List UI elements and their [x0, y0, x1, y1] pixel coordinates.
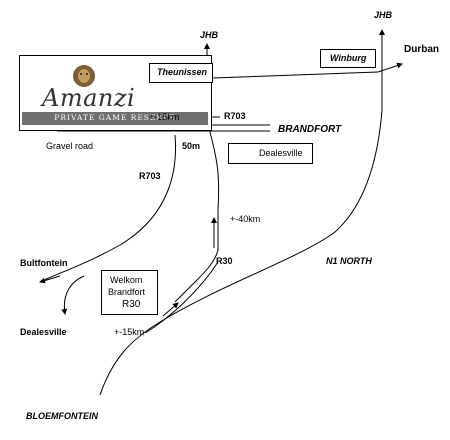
road-r30-link: [144, 261, 219, 334]
distance-15km-bottom: +-15km: [114, 327, 145, 337]
lioness-emblem-icon: [73, 65, 95, 87]
jhb-left-label: JHB: [200, 30, 219, 40]
arrow-bultfontein: [39, 275, 61, 284]
arrow-r30-up-small: [162, 302, 179, 317]
logo-wordmark: Amanzi: [42, 84, 136, 112]
winburg-box: Winburg: [320, 49, 376, 68]
brandfort-label: BRANDFORT: [278, 124, 342, 135]
distance-40km: +-40km: [230, 214, 261, 224]
dealesville-sign-label: Dealesville: [259, 148, 303, 158]
logo-tagline-band: PRIVATE GAME RESERVE: [22, 112, 208, 125]
distance-15km-top: +-15km: [149, 112, 180, 122]
r703-mid-label: R703: [139, 171, 161, 181]
jhb-right-label: JHB: [374, 10, 393, 20]
welkom-sign-box: Welkom Brandfort R30: [101, 270, 158, 315]
logo-tagline: PRIVATE GAME RESERVE: [54, 113, 176, 122]
dealesville-sign-box: Dealesville: [228, 143, 313, 164]
winburg-label: Winburg: [330, 53, 367, 63]
r30-label: R30: [216, 256, 233, 266]
r703-top-label: R703: [224, 111, 246, 121]
bultfontein-label: Bultfontein: [20, 258, 68, 268]
theunissen-label: Theunissen: [157, 67, 208, 77]
welkom-sign-line-1: Welkom: [110, 275, 143, 285]
road-r703-north: [174, 44, 220, 303]
durban-label: Durban: [404, 44, 439, 55]
distance-50m: 50m: [182, 141, 201, 151]
arrow-dealesville: [61, 275, 85, 315]
dealesville-label: Dealesville: [20, 327, 67, 337]
gravel-road-label: Gravel road: [46, 141, 94, 151]
welkom-sign-line-2: Brandfort: [108, 287, 146, 297]
welkom-sign-line-3: R30: [122, 299, 141, 310]
n1-north-label: N1 NORTH: [326, 256, 372, 266]
bloemfontein-label: BLOEMFONTEIN: [26, 411, 98, 421]
theunissen-box: Theunissen: [149, 63, 213, 83]
road-theunissen-winburg: [211, 71, 379, 79]
road-r703-south: [43, 134, 177, 281]
amanzi-logo: Amanzi PRIVATE GAME RESERVE: [19, 55, 212, 131]
road-n1-north: [99, 40, 383, 396]
